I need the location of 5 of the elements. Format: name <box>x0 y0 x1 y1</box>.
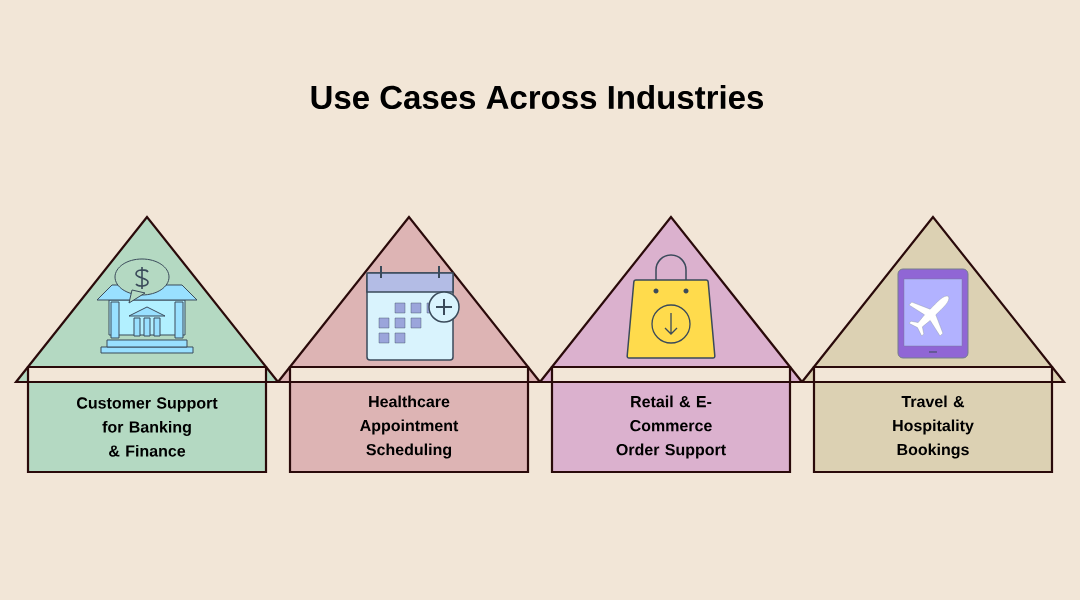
node-label: Customer Support for Banking & Finance <box>77 397 218 457</box>
node-label: Healthcare Appointment Scheduling <box>360 395 459 459</box>
title: Use Cases Across Industries <box>311 84 763 110</box>
node-label: Retail & E-Commerce Order Support <box>616 395 726 459</box>
node-label: Travel & Hospitality Bookings <box>893 395 974 459</box>
